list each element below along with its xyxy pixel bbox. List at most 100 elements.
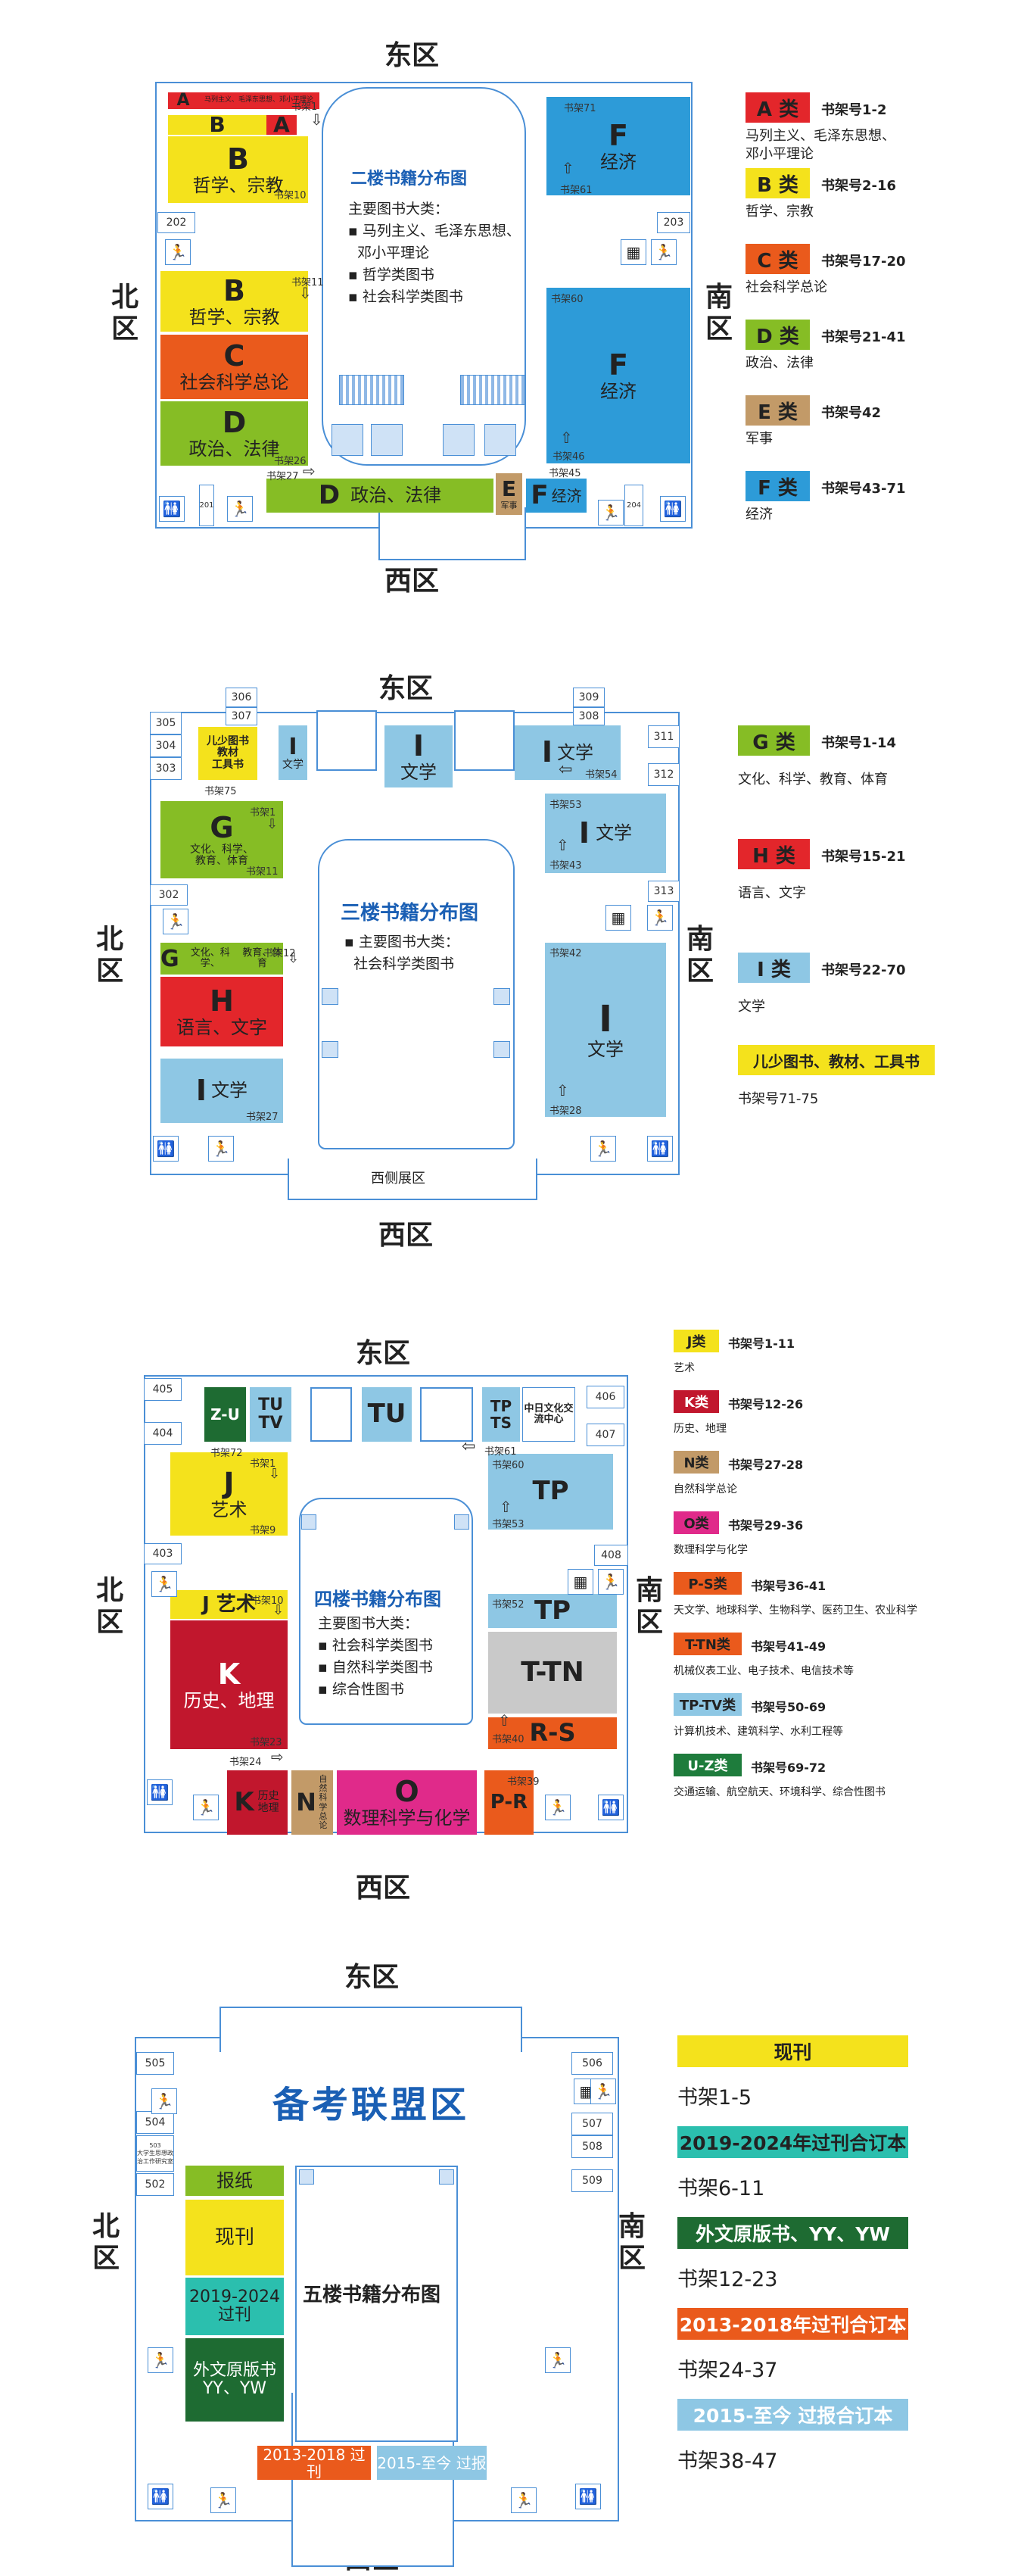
legend-description: 历史、地理: [674, 1423, 727, 1435]
legend-description: 书架号71-75: [738, 1091, 819, 1107]
shelf-label: 书架23: [250, 1737, 282, 1748]
exit-icon: 🏃: [151, 1571, 177, 1597]
south-label: 南区: [618, 2211, 646, 2274]
block-children-books: 儿少图书教材工具书: [198, 727, 257, 780]
arrow-icon: ⇧: [556, 1081, 569, 1099]
legend-shelf-range: 书架号1-14: [821, 735, 897, 751]
atrium: [295, 2166, 458, 2442]
shelf-label: 书架9: [250, 1525, 276, 1536]
toilet-icon: 🚻: [660, 496, 686, 522]
room-507: 507: [571, 2113, 613, 2135]
block-current-periodicals: 现刊: [185, 2200, 284, 2275]
block-tu: TU: [362, 1387, 412, 1442]
legend-badge: 2013-2018年过刊合订本: [677, 2308, 908, 2340]
north-label: 北区: [95, 1575, 123, 1638]
east-label: 东区: [344, 1962, 400, 1993]
legend-shelf-range: 书架38-47: [677, 2450, 778, 2473]
arrow-icon: ⇧: [562, 159, 574, 177]
legend-description: 社会科学总论: [746, 279, 827, 295]
arrow-icon: ⇩: [269, 1466, 281, 1482]
north-label: 北区: [111, 282, 139, 345]
shelf-label: 书架53: [492, 1519, 525, 1530]
legend-badge: T-TN类: [674, 1633, 742, 1655]
exit-icon: 🏃: [163, 909, 188, 934]
toilet-icon: 🚻: [598, 1795, 624, 1820]
legend-description: 军事: [746, 431, 773, 447]
shelf-label: 书架42: [549, 948, 582, 959]
arrow-icon: ⇩: [272, 1602, 285, 1618]
room-403: 403: [144, 1543, 182, 1564]
arrow-icon: ⇧: [498, 1711, 511, 1729]
room-506: 506: [571, 2052, 613, 2075]
shelf-label: 书架72: [210, 1448, 243, 1459]
legend-shelf-range: 书架号15-21: [821, 849, 906, 865]
floor-4-title: 四楼书籍分布图: [314, 1589, 441, 1610]
room-311: 311: [648, 725, 680, 748]
legend-shelf-range: 书架号22-70: [821, 962, 906, 978]
north-label: 北区: [95, 924, 123, 987]
legend-description: 经济: [746, 507, 773, 522]
legend-shelf-range: 书架1-5: [677, 2086, 752, 2110]
room-306: 306: [226, 688, 257, 707]
shelf-label: 书架24: [229, 1757, 262, 1768]
block-r-s: R-S: [488, 1717, 617, 1749]
legend-badge: I 类: [738, 953, 810, 983]
legend-badge: D 类: [746, 320, 810, 350]
shelf-label: 书架61: [560, 185, 593, 196]
arrow-icon: ⇨: [303, 462, 316, 480]
legend-badge: 儿少图书、教材、工具书: [738, 1045, 935, 1075]
exit-icon: 🏃: [193, 1795, 219, 1820]
room-405: 405: [144, 1378, 182, 1401]
block-tp-1: TP: [488, 1454, 613, 1530]
shelf-label: 书架12: [263, 948, 296, 959]
legend-shelf-range: 书架号43-71: [821, 481, 906, 497]
shelf-label: 书架1: [250, 1458, 276, 1470]
block-j-2: J 艺术: [170, 1590, 288, 1619]
exit-icon: 🏃: [208, 1136, 234, 1162]
exit-icon: 🏃: [165, 239, 191, 265]
legend-badge: U-Z类: [674, 1754, 742, 1776]
block-t-tn: T-TN: [488, 1632, 617, 1714]
legend-description: 文化、科学、教育、体育: [738, 772, 888, 787]
legend-description: 计算机技术、建筑科学、水利工程等: [674, 1726, 843, 1738]
room-407: 407: [587, 1424, 624, 1446]
shelf-label: 书架27: [246, 1112, 279, 1123]
room-505: 505: [136, 2052, 174, 2075]
legend-shelf-range: 书架号42: [821, 405, 882, 421]
legend-badge: N类: [674, 1451, 719, 1474]
legend-shelf-range: 书架号50-69: [751, 1700, 826, 1714]
west-label: 西区: [378, 1220, 434, 1251]
legend-shelf-range: 书架号21-41: [821, 329, 906, 345]
elevator-icon: ▦: [621, 239, 646, 265]
legend-shelf-range: 书架号29-36: [728, 1518, 804, 1533]
atrium: [299, 1498, 473, 1725]
legend-badge: 外文原版书、YY、YW: [677, 2217, 908, 2249]
shelf-label: 书架53: [549, 800, 582, 811]
exit-icon: 🏃: [511, 2487, 537, 2513]
room-202: 202: [157, 212, 195, 233]
room-203: 203: [657, 212, 690, 233]
arrow-icon: ⇩: [310, 111, 323, 129]
room-309: 309: [573, 688, 605, 707]
room-508: 508: [571, 2135, 613, 2158]
legend-description: 邓小平理论: [746, 146, 814, 162]
legend-description: 天文学、地球科学、生物科学、医药卫生、农业科学: [674, 1605, 917, 1617]
legend-shelf-range: 书架6-11: [677, 2177, 765, 2200]
shelf-label: 书架40: [492, 1734, 525, 1745]
legend-shelf-range: 书架24-37: [677, 2359, 778, 2382]
legend-badge: E 类: [746, 395, 810, 426]
legend-badge: P-S类: [674, 1572, 742, 1595]
legend-shelf-range: 书架号17-20: [821, 254, 906, 270]
